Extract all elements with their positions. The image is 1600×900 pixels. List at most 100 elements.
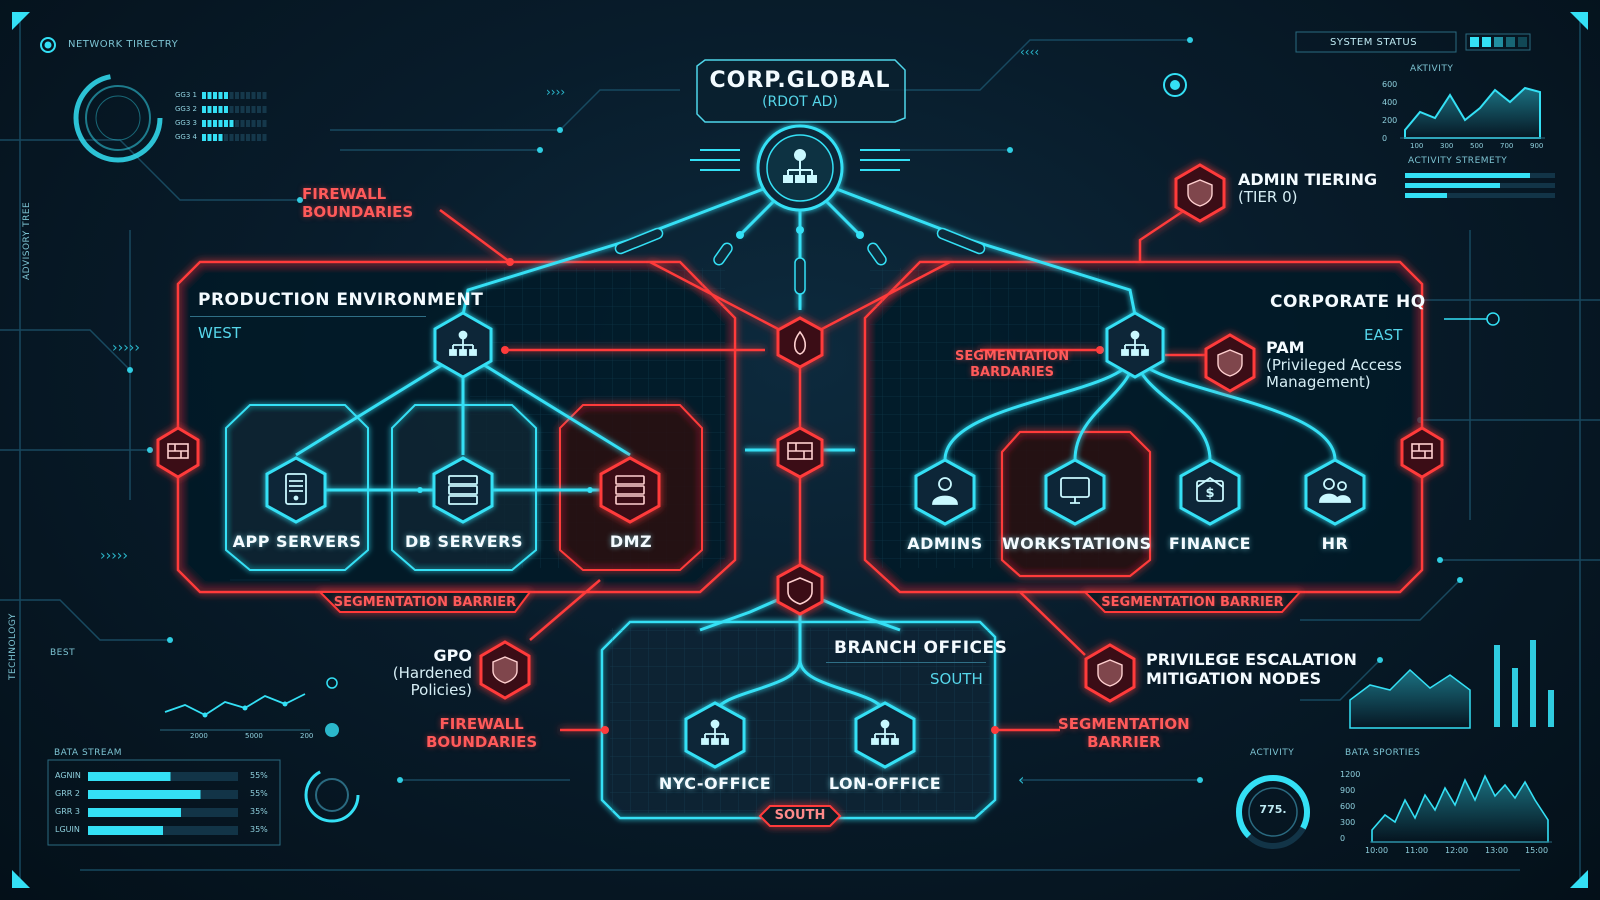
stream-row-name: GRR 2 [55, 789, 80, 798]
network-directory-title: NETWORK TIRECTRY [68, 39, 179, 50]
meter-segment [246, 134, 250, 141]
meter-segment [224, 92, 228, 99]
meter-segment [235, 106, 239, 113]
dmz-label[interactable]: DMZ [609, 532, 653, 551]
db-server-icon [448, 475, 478, 505]
activity-strength-bars [1405, 173, 1555, 326]
nyc-office-label[interactable]: NYC-OFFICE [658, 774, 772, 793]
meter-segment [246, 106, 250, 113]
sporties-axis-tick: 0 [1340, 834, 1346, 843]
meter-segment [240, 134, 245, 141]
segmentation-barrier-left: SEGMENTATION BARRIER [333, 595, 517, 610]
activity-x-tick: 500 [1470, 142, 1484, 150]
meter-row-name: GG3 3 [175, 119, 197, 127]
activity-axis-tick: 400 [1382, 98, 1398, 107]
sporties-x-tick: 11:00 [1405, 846, 1429, 855]
dmz-server-icon [615, 475, 645, 505]
admins-label[interactable]: ADMINS [907, 534, 983, 553]
meter-segment [218, 92, 223, 99]
data-stream-bars [88, 772, 238, 835]
bata-sporties-chart [1370, 774, 1552, 843]
svg-text:››››: ›››› [546, 85, 565, 99]
meter-segment [224, 106, 228, 113]
hr-icon [1319, 478, 1351, 503]
stream-row-name: AGNIN [55, 771, 81, 780]
meter-segment [262, 120, 267, 127]
svg-text:›››››: ››››› [112, 340, 140, 356]
firewall-flame-icon [793, 330, 807, 355]
pam-shield-icon [1217, 349, 1243, 377]
meter-segment [251, 120, 256, 127]
finance-label[interactable]: FINANCE [1168, 534, 1252, 553]
stream-bar-fill [88, 826, 163, 835]
stream-row-pct: 55% [250, 771, 268, 780]
firewall-brick-icon-left [167, 443, 189, 459]
meter-segment [207, 92, 212, 99]
meter-segment [213, 120, 217, 127]
app-servers-label[interactable]: APP SERVERS [232, 532, 362, 551]
meter-segment [235, 92, 239, 99]
gpo-shield-icon [492, 656, 518, 684]
meter-segment [213, 134, 217, 141]
meter-segment [257, 92, 261, 99]
corporate-region: EAST [1364, 326, 1403, 344]
privilege-escalation-callout: PRIVILEGE ESCALATION MITIGATION NODES [1146, 650, 1357, 688]
stream-row-name: GRR 3 [55, 807, 80, 816]
meter-segment [257, 134, 261, 141]
activity-axis-tick: 600 [1382, 80, 1398, 89]
meter-segment [251, 92, 256, 99]
sporties-axis-tick: 300 [1340, 818, 1356, 827]
activity-chart [1400, 86, 1545, 139]
admin-tiering-shield-icon [1187, 179, 1213, 207]
lon-office-label[interactable]: LON-OFFICE [828, 774, 942, 793]
firewall-brick-icon [787, 442, 813, 460]
meter-segment [229, 134, 234, 141]
hr-label[interactable]: HR [1321, 534, 1349, 553]
sporties-x-tick: 12:00 [1445, 846, 1469, 855]
sporties-x-tick: 13:00 [1485, 846, 1509, 855]
branch-title-rule [826, 662, 986, 663]
admin-icon [932, 477, 958, 505]
pam-callout: PAM (Privileged Access Management) [1266, 338, 1402, 391]
data-stream-frame [47, 759, 281, 846]
sporties-axis-tick: 900 [1340, 786, 1356, 795]
finance-icon [1196, 476, 1224, 502]
svg-text:‹‹‹‹: ‹‹‹‹ [1020, 45, 1039, 59]
shield-icon-south [787, 577, 813, 605]
meter-segment [246, 92, 250, 99]
best-x-tick: 200 [300, 732, 314, 740]
meter-segment [262, 92, 267, 99]
activity-title: AKTIVITY [1410, 64, 1454, 74]
production-title-rule [190, 316, 426, 317]
meter-segment [207, 120, 212, 127]
activity-x-tick: 900 [1530, 142, 1544, 150]
svg-text:›››››: ››››› [100, 548, 128, 564]
meter-segment [262, 134, 267, 141]
workstation-icon [1060, 477, 1090, 504]
root-org-icon [783, 149, 817, 183]
meter-segment [246, 120, 250, 127]
meter-segment [207, 106, 212, 113]
workstations-label[interactable]: WORKSTATIONS [1002, 534, 1152, 553]
best-title: BEST [50, 648, 76, 658]
meter-segment [240, 92, 245, 99]
data-stream-title: BATA STREAM [54, 748, 123, 758]
stream-row-pct: 35% [250, 825, 268, 834]
admin-tiering-callout: ADMIN TIERING (TIER 0) [1238, 170, 1378, 206]
branch-zone-title: BRANCH OFFICES [834, 638, 1008, 658]
meter-segment [202, 106, 206, 113]
segmentation-barrier-right: SEGMENTATION BARRIER [1101, 595, 1284, 610]
production-region: WEST [198, 324, 241, 342]
db-servers-label[interactable]: DB SERVERS [405, 532, 523, 551]
meter-segment [229, 106, 234, 113]
meter-segment [240, 120, 245, 127]
meter-segment [240, 106, 245, 113]
corporate-zone-title: CORPORATE HQ [1270, 292, 1426, 312]
root-domain[interactable]: CORP.GLOBAL (RDOT AD) [700, 68, 900, 110]
meter-segment [262, 106, 267, 113]
root-title: CORP.GLOBAL [709, 68, 891, 93]
